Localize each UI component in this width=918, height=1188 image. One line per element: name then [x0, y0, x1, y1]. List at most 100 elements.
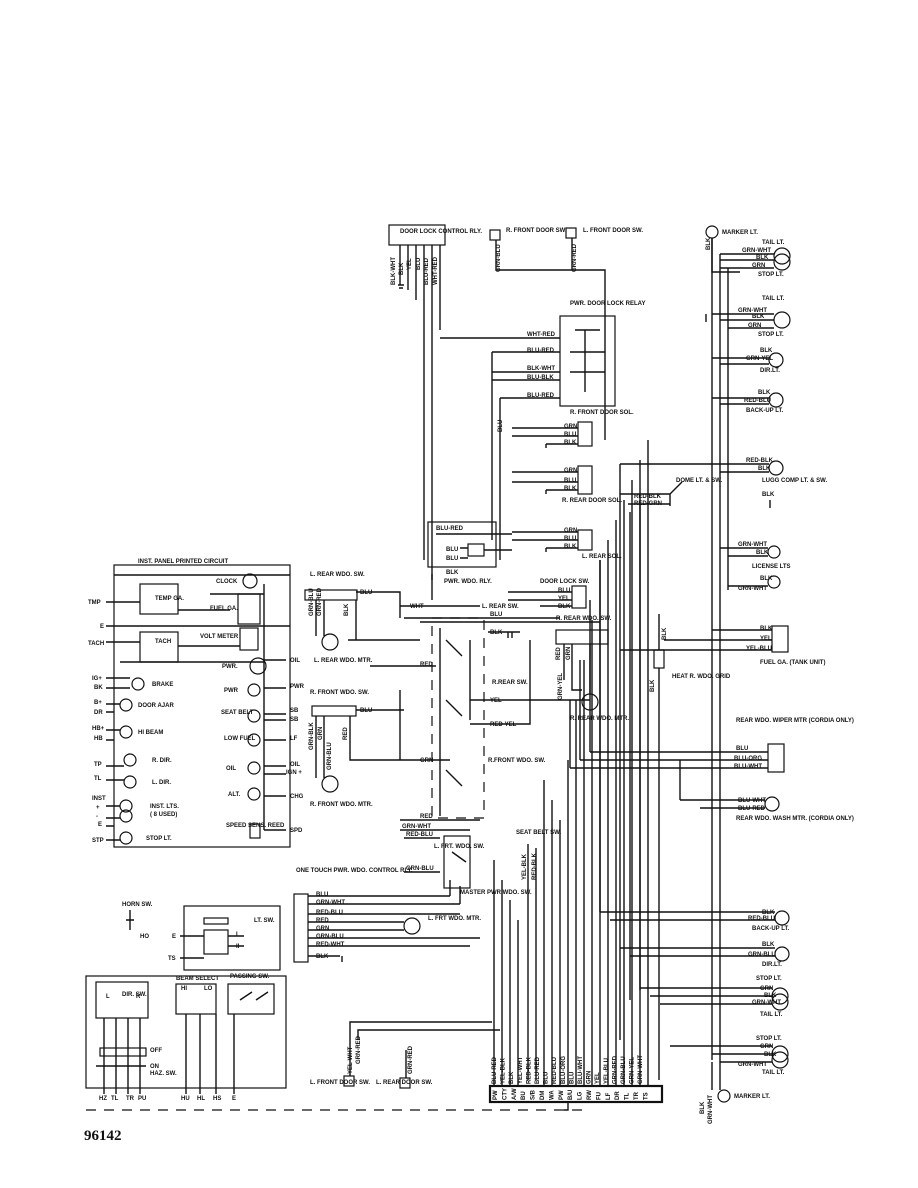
connector-pin-label: TR	[634, 1091, 640, 1100]
svg-text:GRN-BLU: GRN-BLU	[496, 244, 502, 272]
svg-text:PWR: PWR	[224, 688, 239, 694]
connector-pin-label: PW	[559, 1090, 565, 1100]
svg-text:BLU-RED: BLU-RED	[436, 526, 464, 532]
svg-text:BLK: BLK	[752, 314, 765, 320]
svg-text:L. FRONT DOOR SW.: L. FRONT DOOR SW.	[310, 1080, 370, 1086]
svg-text:RED-BLU: RED-BLU	[316, 910, 343, 916]
svg-text:YEL-BLU: YEL-BLU	[746, 646, 772, 652]
svg-text:BLU: BLU	[446, 547, 458, 553]
svg-text:DOOR AJAR: DOOR AJAR	[138, 703, 174, 709]
svg-text:DR: DR	[94, 710, 103, 716]
svg-text:HEAT R. WDO. GRID: HEAT R. WDO. GRID	[672, 674, 731, 680]
svg-text:RED-YEL: RED-YEL	[490, 722, 517, 728]
svg-text:II: II	[236, 944, 240, 950]
connector-pin-label: LF	[606, 1092, 612, 1100]
svg-text:YEL: YEL	[760, 636, 772, 642]
svg-text:MARKER LT.: MARKER LT.	[734, 1094, 770, 1100]
svg-text:L. FRONT DOOR SW.: L. FRONT DOOR SW.	[583, 228, 643, 234]
svg-text:LF: LF	[290, 736, 298, 742]
one-touch-relay: ONE TOUCH PWR. WDO. CONTROL RLY. BLU GRN…	[293, 868, 481, 963]
svg-text:TAIL LT.: TAIL LT.	[762, 296, 785, 302]
bottom-pins: HZ TL TR PU HU HL HS E	[99, 1096, 236, 1102]
svg-text:RED: RED	[420, 662, 433, 668]
svg-text:RED-BLU: RED-BLU	[744, 398, 771, 404]
svg-text:OIL: OIL	[290, 762, 300, 768]
svg-text:TR: TR	[126, 1096, 135, 1102]
connector-wire-label: YEL-WHT	[518, 1056, 524, 1084]
svg-text:BACK-UP LT.: BACK-UP LT.	[746, 408, 783, 414]
inst-panel: INST. PANEL PRINTED CIRCUIT TEMP GA. TAC…	[88, 559, 305, 848]
svg-text:GRN: GRN	[566, 647, 572, 660]
connector-pin-label: WA	[549, 1090, 555, 1100]
svg-text:BLU: BLU	[498, 420, 504, 432]
lower-door-switches: L. FRONT DOOR SW. L. REAR DOOR SW. YEL-W…	[310, 1021, 500, 1089]
svg-text:HB: HB	[94, 736, 103, 742]
svg-text:ON: ON	[150, 1064, 159, 1070]
connector-wire-label: BLU	[544, 1072, 550, 1084]
horn-sw: HORN SW. HO	[122, 902, 153, 940]
svg-text:BLU: BLU	[564, 478, 576, 484]
connector-wire-label: BLU-RED	[492, 1056, 498, 1084]
svg-text:BLU-WHT: BLU-WHT	[738, 798, 766, 804]
svg-text:DOOR LOCK CONTROL RLY.: DOOR LOCK CONTROL RLY.	[400, 229, 482, 235]
svg-text:GRN: GRN	[564, 528, 577, 534]
svg-text:TACH: TACH	[88, 641, 104, 647]
front-door-switches: R. FRONT DOOR SW. L. FRONT DOOR SW. GRN-…	[489, 227, 643, 440]
lighting: MARKER LT. TAIL LT. STOP LT. BLK GRN-WHT…	[569, 225, 854, 1124]
svg-text:BLK: BLK	[564, 544, 577, 550]
door-lock-sw: DOOR LOCK SW. BLU YEL BLK	[508, 579, 590, 610]
svg-text:R. FRONT WDO. MTR.: R. FRONT WDO. MTR.	[310, 802, 373, 808]
svg-text:R: R	[136, 994, 141, 1000]
connector-wire-label: BLU-WHT	[578, 1056, 584, 1084]
svg-text:HZ: HZ	[99, 1096, 107, 1102]
svg-text:SPD: SPD	[290, 828, 303, 834]
connector-wire-label: YEL-BLU	[604, 1058, 610, 1084]
svg-text:SB: SB	[290, 717, 299, 723]
svg-text:BLU: BLU	[736, 746, 748, 752]
connector-pin-label: FU	[596, 1092, 602, 1100]
svg-text:SPEED SENS. REED: SPEED SENS. REED	[226, 823, 285, 829]
connector-wire-label: YEL	[595, 1072, 601, 1084]
svg-text:BLK: BLK	[446, 570, 459, 576]
svg-text:DOME LT. & SW.: DOME LT. & SW.	[676, 478, 723, 484]
rear-window-switches: L. REAR WDO. SW. GRN-BLU GRN-RED BLK BLU…	[304, 572, 629, 896]
svg-text:STOP LT.: STOP LT.	[756, 976, 782, 982]
connector-pin-label: TL	[625, 1092, 631, 1100]
pwr-door-lock-relay: PWR. DOOR LOCK RELAY WHT-RED BLU-RED BLK…	[440, 301, 645, 560]
svg-text:RED-BLU: RED-BLU	[406, 832, 433, 838]
svg-text:DIR. SW.: DIR. SW.	[122, 992, 147, 998]
svg-text:RED-BLU: RED-BLU	[748, 916, 775, 922]
inst-right-pins: OIL PWR SB SB LF OIL IGN + CHG SPD	[286, 658, 305, 834]
svg-text:RED: RED	[556, 647, 562, 660]
svg-text:BLU-RED: BLU-RED	[424, 257, 430, 285]
svg-text:R. FRONT WDO. SW.: R. FRONT WDO. SW.	[310, 690, 369, 696]
svg-text:BLU: BLU	[316, 892, 328, 898]
svg-text:BK: BK	[94, 685, 103, 691]
svg-text:PU: PU	[138, 1096, 146, 1102]
svg-text:CHG: CHG	[290, 794, 304, 800]
svg-text:E: E	[232, 1096, 236, 1102]
svg-text:-: -	[96, 814, 98, 820]
connector-pin-label: LG	[578, 1091, 584, 1100]
pwr-wdo-relay: BLU-RED BLU BLU BLK PWR. WDO. RLY.	[427, 521, 512, 585]
svg-text:REAR WDO. WIPER MTR (CORDIA ON: REAR WDO. WIPER MTR (CORDIA ONLY)	[736, 718, 854, 724]
connector-pin-label: B/U	[568, 1090, 574, 1100]
dome-light: DOME LT. & SW. RED-BLK RED-GRN	[620, 478, 723, 507]
connector-pin-label: S/B	[531, 1089, 537, 1100]
svg-text:E: E	[100, 624, 104, 630]
svg-text:RED-BLK: RED-BLK	[532, 852, 538, 880]
svg-text:BLU: BLU	[360, 708, 372, 714]
svg-text:HB+: HB+	[92, 726, 105, 732]
svg-text:BLK: BLK	[706, 237, 712, 250]
svg-text:GRN: GRN	[420, 758, 433, 764]
connector-wire-label: BLU-RED	[535, 1056, 541, 1084]
svg-text:BEAM SELECT: BEAM SELECT	[176, 976, 219, 982]
svg-text:BLK: BLK	[760, 348, 773, 354]
svg-text:R. FRONT DOOR SOL.: R. FRONT DOOR SOL.	[570, 410, 634, 416]
svg-text:RED: RED	[343, 727, 349, 740]
svg-text:PWR. WDO. RLY.: PWR. WDO. RLY.	[444, 579, 492, 585]
svg-text:BLU: BLU	[446, 556, 458, 562]
svg-text:GRN: GRN	[318, 727, 324, 740]
svg-text:TACH: TACH	[155, 639, 171, 645]
svg-text:GRN-BLK: GRN-BLK	[309, 722, 315, 750]
